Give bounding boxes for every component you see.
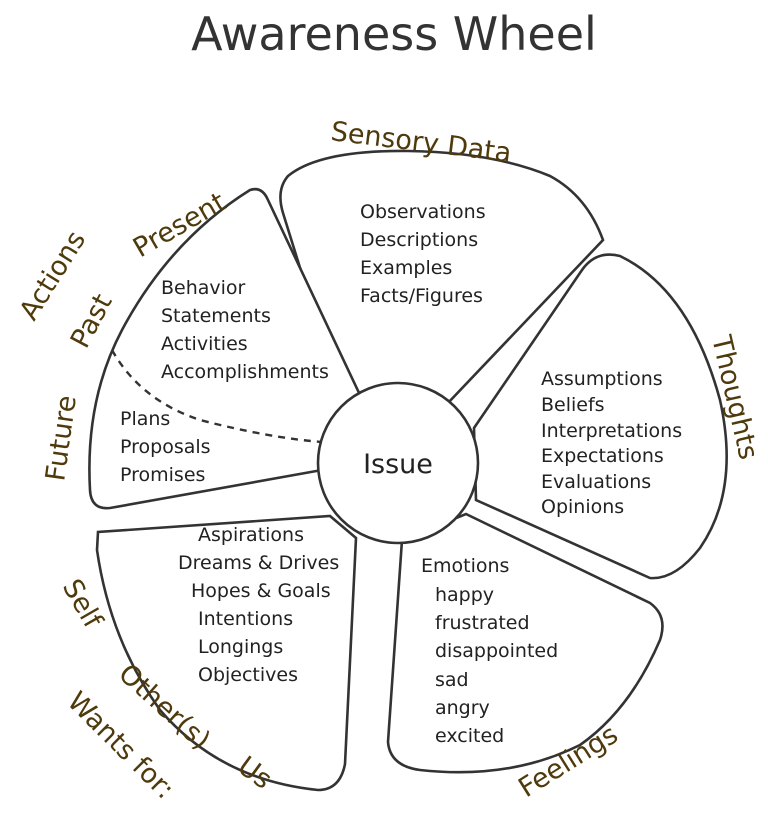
hub-label: Issue — [363, 449, 433, 480]
sensory-item: Observations — [360, 201, 486, 223]
actions-petal — [88, 187, 362, 510]
actions-past-item: Activities — [161, 333, 248, 355]
actions-future-items: Plans Proposals Promises — [120, 408, 211, 486]
actions-past-item: Accomplishments — [161, 361, 329, 383]
actions-future-item: Promises — [120, 464, 205, 486]
sensory-item: Descriptions — [360, 229, 478, 251]
feelings-item: frustrated — [435, 612, 530, 634]
thoughts-items: Assumptions Beliefs Interpretations Expe… — [541, 368, 682, 518]
actions-past-item: Statements — [161, 305, 271, 327]
sensory-items: Observations Descriptions Examples Facts… — [360, 201, 486, 307]
thoughts-item: Opinions — [541, 496, 624, 518]
feelings-petal — [386, 512, 664, 774]
sensory-data-petal — [279, 149, 605, 406]
issue-hub — [316, 381, 480, 545]
wants-item: Aspirations — [198, 524, 304, 546]
thoughts-item: Beliefs — [541, 394, 605, 416]
actions-future-item: Proposals — [120, 436, 211, 458]
actions-past-item: Behavior — [161, 277, 246, 299]
thoughts-petal — [472, 253, 728, 580]
wants-item: Objectives — [198, 664, 298, 686]
actions-future-item: Plans — [120, 408, 170, 430]
self-label: Self — [56, 574, 109, 635]
feelings-item: happy — [435, 584, 494, 606]
future-label: Future — [40, 394, 83, 483]
wants-item: Longings — [198, 636, 283, 658]
feelings-item: sad — [435, 669, 469, 691]
thoughts-item: Interpretations — [541, 420, 682, 442]
thoughts-item: Expectations — [541, 445, 664, 467]
wants-item: Intentions — [198, 608, 293, 630]
wants-petal — [95, 514, 358, 792]
page-title: Awareness Wheel — [191, 7, 597, 61]
wants-item: Hopes & Goals — [191, 580, 331, 602]
thoughts-item: Assumptions — [541, 368, 663, 390]
past-label: Past — [65, 289, 119, 353]
wants-item: Dreams & Drives — [178, 552, 339, 574]
feelings-item: disappointed — [435, 640, 558, 662]
feelings-item: Emotions — [421, 555, 509, 577]
feelings-items: Emotions happy frustrated disappointed s… — [421, 555, 558, 747]
actions-past-items: Behavior Statements Activities Accomplis… — [161, 277, 329, 383]
feelings-item: excited — [435, 725, 504, 747]
sensory-item: Facts/Figures — [360, 285, 483, 307]
thoughts-item: Evaluations — [541, 471, 651, 493]
sensory-item: Examples — [360, 257, 452, 279]
feelings-item: angry — [435, 697, 490, 719]
wants-items: Aspirations Dreams & Drives Hopes & Goal… — [178, 524, 339, 686]
